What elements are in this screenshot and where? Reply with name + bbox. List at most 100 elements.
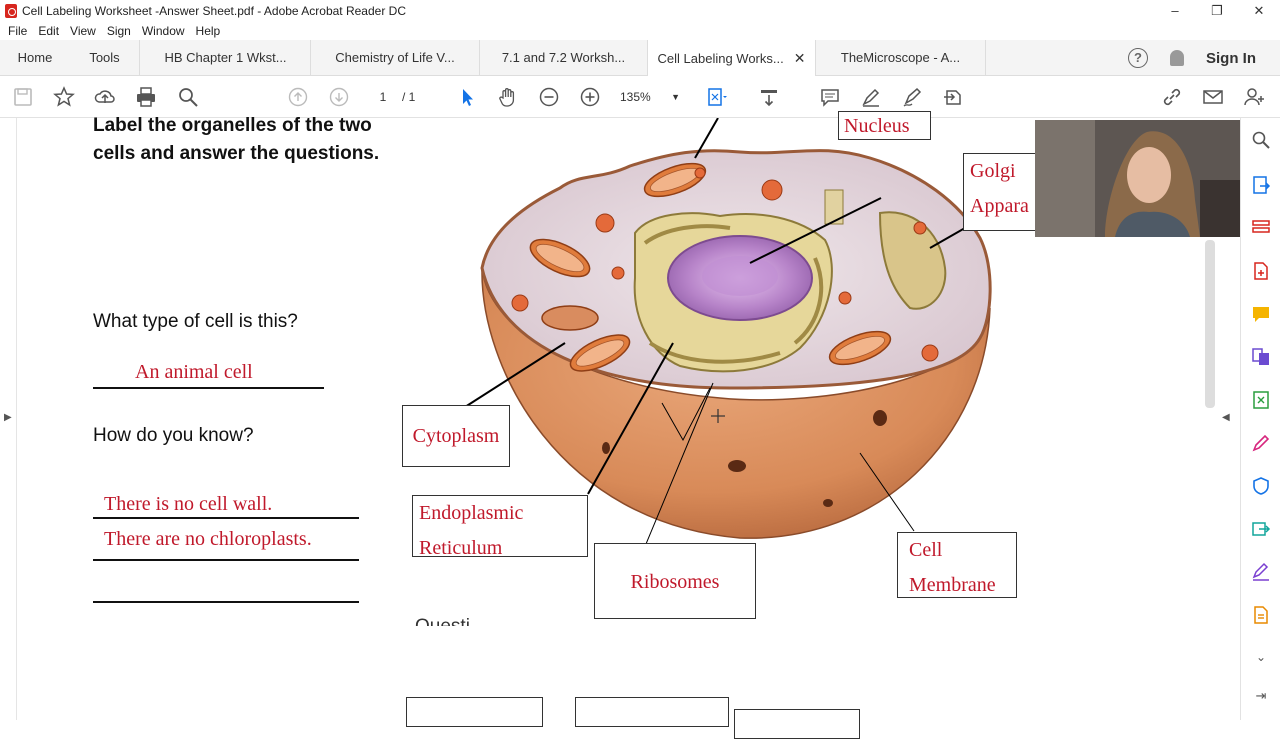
more-tools-icon[interactable]	[1251, 605, 1271, 625]
email-icon[interactable]	[1202, 86, 1224, 108]
window-title: Cell Labeling Worksheet -Answer Sheet.pd…	[22, 4, 406, 18]
right-panel-toggle-icon[interactable]: ◀	[1222, 412, 1230, 423]
label-cell-membrane: Cell Membrane	[897, 532, 1017, 598]
answer-line	[93, 387, 324, 389]
doc-tab-active[interactable]: Cell Labeling Works... ✕	[648, 40, 816, 77]
restore-button[interactable]: ❐	[1211, 3, 1223, 18]
comment-icon[interactable]	[819, 86, 841, 108]
label-pointers	[464, 118, 966, 495]
question-how-know: How do you know?	[93, 425, 254, 446]
save-icon[interactable]	[12, 86, 34, 108]
menu-file[interactable]: File	[8, 24, 28, 38]
thin-pointers	[645, 382, 915, 543]
menu-sign[interactable]: Sign	[106, 24, 131, 38]
combine-files-icon[interactable]	[1251, 347, 1271, 367]
doc-tab[interactable]: Chemistry of Life V...	[311, 40, 480, 76]
label-cytoplasm: Cytoplasm	[402, 405, 510, 467]
right-tools-panel: ⌄ ⇥	[1240, 118, 1280, 720]
webcam-presenter-image	[1035, 120, 1243, 237]
answer-line	[93, 517, 359, 519]
toolbar	[0, 76, 1280, 118]
compress-pdf-icon[interactable]	[1251, 390, 1271, 410]
cut-off-text: Questi...	[415, 616, 486, 626]
sign-pen-icon[interactable]	[901, 86, 923, 108]
menu-edit[interactable]: Edit	[38, 24, 60, 38]
doc-tab[interactable]: 7.1 and 7.2 Worksh...	[480, 40, 648, 76]
zoom-in-icon[interactable]	[579, 86, 601, 108]
expand-panel-chevron-icon[interactable]: ⌄	[1255, 650, 1267, 664]
sign-in-button[interactable]: Sign In	[1206, 49, 1256, 67]
help-icon[interactable]: ?	[1128, 48, 1148, 68]
notification-bell-icon[interactable]	[1170, 50, 1184, 66]
answer-reason-1: There is no cell wall.	[104, 493, 273, 515]
create-pdf-icon[interactable]	[1251, 261, 1271, 281]
centriole-shape	[824, 189, 844, 225]
answer-reason-2: There are no chloroplasts.	[104, 528, 312, 550]
close-tab-icon[interactable]: ✕	[793, 50, 806, 66]
label-endoplasmic-reticulum: Endoplasmic Reticulum	[412, 495, 588, 559]
tab-tools[interactable]: Tools	[70, 40, 140, 76]
nucleolus-shape	[702, 256, 778, 296]
doc-tab[interactable]: HB Chapter 1 Wkst...	[141, 40, 311, 76]
organize-pages-icon[interactable]	[1251, 218, 1271, 238]
answer-cell-type: An animal cell	[135, 361, 253, 383]
tab-home[interactable]: Home	[17, 50, 53, 65]
collapse-panel-icon[interactable]: ⇥	[1255, 688, 1267, 703]
vertical-scrollbar[interactable]	[1205, 240, 1215, 408]
next-page-icon[interactable]	[328, 86, 350, 108]
send-for-review-icon[interactable]	[1251, 519, 1271, 539]
zoom-value: 135%	[620, 90, 651, 104]
label-box-partial	[575, 697, 729, 727]
label-er-line1: Endoplasmic	[419, 502, 524, 524]
comment-panel-icon[interactable]	[1251, 304, 1271, 324]
print-icon[interactable]	[135, 86, 157, 108]
label-membrane-line2: Membrane	[909, 574, 996, 596]
label-box-partial	[406, 697, 543, 727]
crosshair-cursor-icon	[711, 409, 725, 423]
menu-window[interactable]: Window	[141, 24, 185, 38]
membrane-pores-group	[602, 410, 887, 507]
doc-tab-label: Cell Labeling Works...	[657, 51, 784, 66]
chevron-down-icon: ▼	[671, 92, 680, 102]
highlight-pen-icon[interactable]	[860, 86, 882, 108]
zoom-search-icon[interactable]	[1251, 130, 1271, 150]
zoom-out-icon[interactable]	[538, 86, 560, 108]
label-box-partial	[734, 709, 860, 739]
link-icon[interactable]	[1161, 86, 1183, 108]
er-fold-lines	[643, 224, 824, 364]
page-number-input[interactable]: 1	[379, 90, 387, 104]
worksheet-heading: Label the organelles of the two cells an…	[93, 115, 380, 164]
fill-sign-icon[interactable]	[1251, 562, 1271, 582]
export-pdf-icon[interactable]	[1251, 175, 1271, 195]
search-icon[interactable]	[177, 86, 199, 108]
label-er-line2: Reticulum	[419, 537, 503, 559]
window-controls: – ❐ ✕	[1154, 0, 1280, 22]
label-golgi-line2: Appara	[970, 195, 1029, 217]
edit-pdf-icon[interactable]	[1251, 433, 1271, 453]
share-tools-icon[interactable]	[942, 86, 964, 108]
left-panel-toggle-icon[interactable]: ▶	[4, 412, 12, 423]
title-bar: Cell Labeling Worksheet -Answer Sheet.pd…	[0, 0, 1280, 22]
page-total: / 1	[402, 90, 416, 104]
bookmark-star-icon[interactable]	[53, 86, 75, 108]
menu-help[interactable]: Help	[195, 24, 221, 38]
cell-body-shape	[481, 267, 991, 539]
question-cell-type: What type of cell is this?	[93, 311, 298, 332]
label-golgi-line1: Golgi	[970, 160, 1016, 182]
doc-tab[interactable]: TheMicroscope - A...	[816, 40, 986, 76]
upload-cloud-icon[interactable]	[94, 86, 116, 108]
animal-cell-illustration	[464, 118, 992, 543]
add-user-icon[interactable]	[1243, 86, 1265, 108]
close-window-button[interactable]: ✕	[1253, 3, 1265, 18]
minimize-button[interactable]: –	[1171, 3, 1179, 18]
page-edge	[16, 118, 17, 720]
select-cursor-icon[interactable]	[456, 86, 478, 108]
menu-view[interactable]: View	[70, 24, 96, 38]
fit-page-icon[interactable]	[705, 86, 727, 108]
zoom-level-select[interactable]: 135% ▼	[620, 87, 686, 107]
previous-page-icon[interactable]	[287, 86, 309, 108]
label-golgi: Golgi Appara	[963, 153, 1043, 231]
scroll-mode-icon[interactable]	[758, 86, 780, 108]
hand-tool-icon[interactable]	[497, 86, 519, 108]
protect-shield-icon[interactable]	[1251, 476, 1271, 496]
